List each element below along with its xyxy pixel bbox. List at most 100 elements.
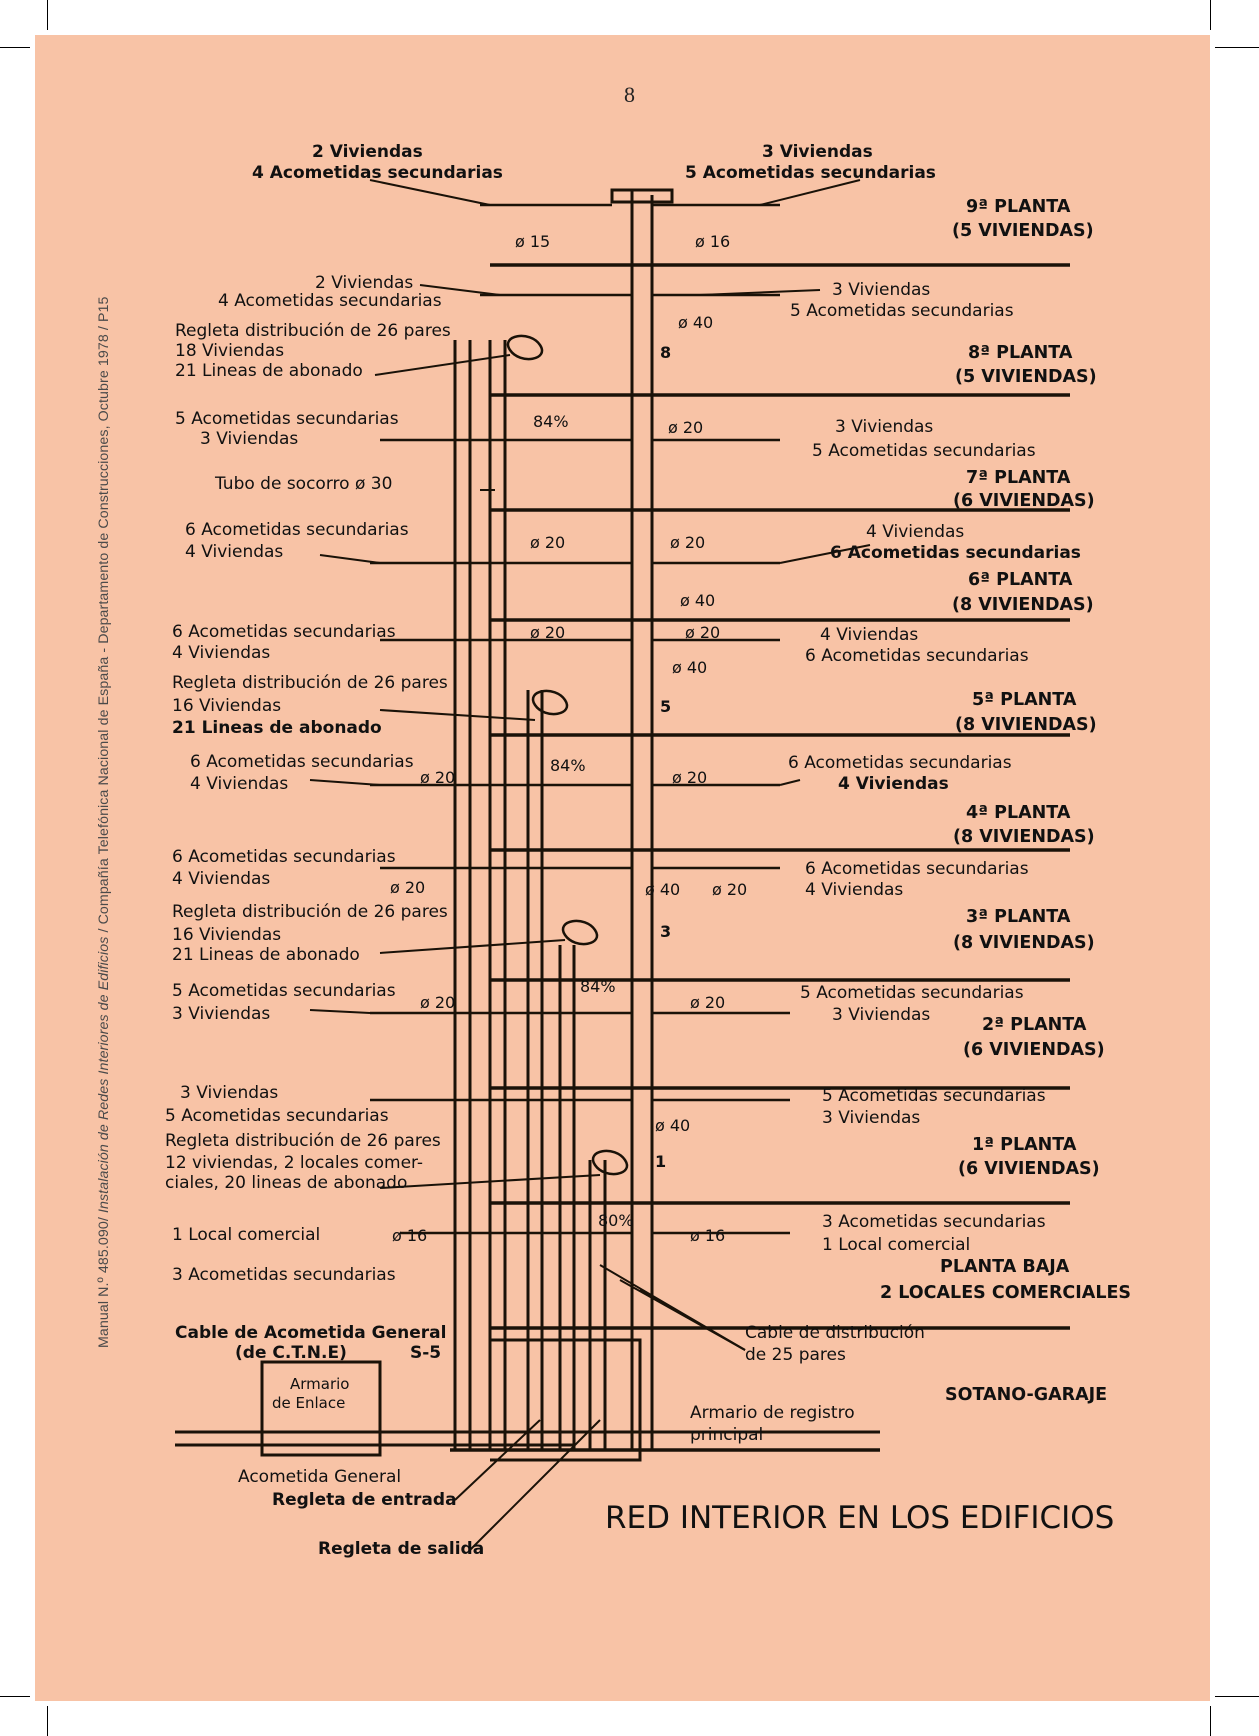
- diameter-label: ø 20: [530, 623, 565, 642]
- label-line: de Enlace: [272, 1394, 345, 1412]
- floor-name: 5ª PLANTA: [972, 690, 1077, 710]
- label-line: 4 Acometidas secundarias: [218, 291, 442, 311]
- diameter-label: ø 20: [390, 878, 425, 897]
- label-line: Acometida General: [238, 1467, 401, 1487]
- riser-mark: 1: [655, 1152, 666, 1171]
- label-line: 18 Viviendas: [175, 341, 284, 361]
- label-line: 5 Acometidas secundarias: [800, 983, 1024, 1003]
- label-line: 3 Acometidas secundarias: [172, 1265, 396, 1285]
- left-conduit-4: [558, 945, 576, 1450]
- diameter-labels: ø 15 ø 16 ø 40 ø 20 ø 20 ø 20 ø 40 ø 20 …: [390, 232, 747, 1245]
- diameter-label: ø 16: [690, 1226, 725, 1245]
- label-line: 3 Viviendas: [200, 429, 298, 449]
- label-line: 4 Viviendas: [820, 625, 918, 645]
- label-line: 6 Acometidas secundarias: [830, 543, 1081, 563]
- crop-mark: [47, 0, 48, 30]
- diameter-label: ø 20: [690, 993, 725, 1012]
- label-line: Regleta distribución de 26 pares: [165, 1131, 441, 1151]
- label-line: 4 Viviendas: [190, 774, 288, 794]
- label-line: 2 Viviendas: [315, 273, 413, 293]
- diameter-label: ø 20: [712, 880, 747, 899]
- crop-mark: [1210, 1706, 1211, 1736]
- riser-top-box: [610, 188, 674, 204]
- label-line: 2 Viviendas: [312, 142, 423, 162]
- label-line: Regleta de salida: [318, 1539, 484, 1559]
- main-riser: [630, 190, 654, 1450]
- label-line: 21 Lineas de abonado: [172, 718, 382, 738]
- label-line: 3 Viviendas: [172, 1004, 270, 1024]
- floor-units: (8 VIVIENDAS): [952, 595, 1094, 615]
- armario-registro-box: [490, 1338, 642, 1462]
- riser-mark: 5: [660, 697, 671, 716]
- basement-labels: Cable de Acometida General (de C.T.N.E) …: [175, 1323, 484, 1559]
- left-conduit-2: [488, 340, 507, 1450]
- floor-name: 1ª PLANTA: [972, 1135, 1077, 1155]
- floor-name: SOTANO-GARAJE: [945, 1385, 1107, 1405]
- diameter-label: ø 20: [420, 768, 455, 787]
- label-line: 3 Viviendas: [832, 280, 930, 300]
- diameter-label: ø 16: [392, 1226, 427, 1245]
- label-line: ciales, 20 lineas de abonado: [165, 1173, 407, 1193]
- armario-enlace-box: [260, 1360, 382, 1457]
- diameter-label: ø 40: [680, 591, 715, 610]
- riser-mark: 8: [660, 343, 671, 362]
- label-line: de 25 pares: [745, 1345, 846, 1365]
- floor-units: (5 VIVIENDAS): [955, 367, 1097, 387]
- floor-labels: 9ª PLANTA (5 VIVIENDAS) 8ª PLANTA (5 VIV…: [880, 197, 1131, 1405]
- floor-name: 7ª PLANTA: [966, 468, 1071, 488]
- label-line: Armario: [290, 1375, 349, 1393]
- label-line: 6 Acometidas secundarias: [788, 753, 1012, 773]
- label-line: 1 Local comercial: [172, 1225, 320, 1245]
- label-line: 16 Viviendas: [172, 925, 281, 945]
- label-line: S-5: [410, 1343, 441, 1363]
- percentage-label: 80%: [598, 1211, 634, 1230]
- percentage-label: 84%: [533, 412, 569, 431]
- label-line: 4 Acometidas secundarias: [252, 163, 503, 183]
- label-line: 3 Acometidas secundarias: [822, 1212, 1046, 1232]
- label-line: Cable de Acometida General: [175, 1323, 446, 1343]
- left-conduit-3: [526, 690, 544, 1450]
- label-line: 5 Acometidas secundarias: [812, 441, 1036, 461]
- floor-name: PLANTA BAJA: [940, 1257, 1070, 1277]
- diameter-label: ø 40: [678, 313, 713, 332]
- percentage-label: 84%: [550, 756, 586, 775]
- diameter-label: ø 20: [672, 768, 707, 787]
- label-line: 3 Viviendas: [180, 1083, 278, 1103]
- label-line: 5 Acometidas secundarias: [822, 1086, 1046, 1106]
- diameter-label: ø 40: [645, 880, 680, 899]
- label-line: 6 Acometidas secundarias: [805, 859, 1029, 879]
- diameter-label: ø 20: [670, 533, 705, 552]
- label-line: Regleta distribución de 26 pares: [172, 673, 448, 693]
- label-line: 6 Acometidas secundarias: [190, 752, 414, 772]
- label-line: 6 Acometidas secundarias: [805, 646, 1029, 666]
- label-line: 6 Acometidas secundarias: [172, 847, 396, 867]
- crop-mark: [0, 1696, 30, 1697]
- percentage-label: 84%: [580, 977, 616, 996]
- diameter-label: ø 20: [530, 533, 565, 552]
- floor-units: (8 VIVIENDAS): [955, 715, 1097, 735]
- diameter-label: ø 40: [672, 658, 707, 677]
- diameter-label: ø 20: [685, 623, 720, 642]
- diameter-label: ø 20: [420, 993, 455, 1012]
- label-line: 3 Viviendas: [832, 1005, 930, 1025]
- label-line: Regleta de entrada: [272, 1490, 457, 1510]
- label-line: 3 Viviendas: [762, 142, 873, 162]
- riser-mark: 3: [660, 922, 671, 941]
- left-labels: 2 Viviendas 4 Acometidas secundarias 2 V…: [165, 142, 503, 1285]
- label-line: principal: [690, 1425, 763, 1445]
- diameter-label: ø 16: [695, 232, 730, 251]
- label-line: 4 Viviendas: [172, 643, 270, 663]
- floor-units: (6 VIVIENDAS): [963, 1040, 1105, 1060]
- label-line: (de C.T.N.E): [235, 1343, 347, 1363]
- label-line: 1 Local comercial: [822, 1235, 970, 1255]
- left-conduit-5: [588, 1160, 607, 1450]
- leader-lines: [309, 179, 871, 1551]
- crop-mark: [1215, 47, 1259, 48]
- crop-mark: [1215, 1696, 1259, 1697]
- left-conduit-1: [453, 340, 472, 1450]
- floor-name: 8ª PLANTA: [968, 343, 1073, 363]
- label-line: 5 Acometidas secundarias: [165, 1106, 389, 1126]
- label-line: Tubo de socorro ø 30: [214, 474, 392, 494]
- label-line: 6 Acometidas secundarias: [185, 520, 409, 540]
- right-labels: 3 Viviendas 5 Acometidas secundarias 3 V…: [685, 142, 1081, 1445]
